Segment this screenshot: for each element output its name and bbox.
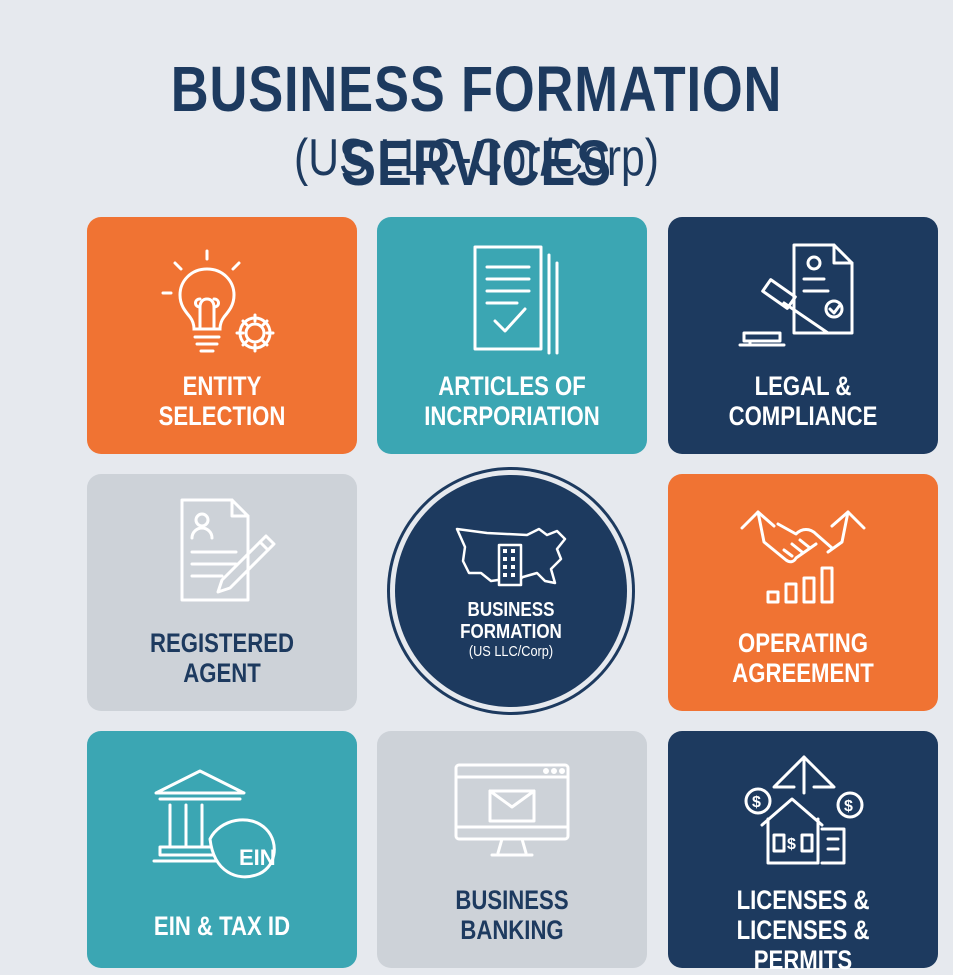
page-title: BUSINESS FORMATION SERVICES — [170, 53, 783, 199]
tile-label: LEGAL &COMPLIANCE — [728, 371, 878, 431]
us-map-building-icon — [455, 527, 567, 587]
center-business-formation[interactable]: BUSINESS FORMATION (US LLC/Corp) — [395, 475, 627, 707]
monitor-mail-icon — [454, 763, 570, 857]
document-pen-icon — [180, 498, 276, 602]
gavel-document-icon — [738, 243, 854, 347]
tile-label: LICENSES &LICENSES & PERMITS — [736, 885, 870, 975]
svg-text:$: $ — [787, 836, 796, 853]
lightbulb-gear-icon — [161, 249, 275, 353]
handshake-chart-icon — [740, 510, 866, 604]
tile-label: EIN & TAX ID — [153, 911, 291, 941]
house-dollar-icon: $ $ $ — [744, 755, 864, 865]
document-check-icon — [473, 245, 559, 355]
svg-text:$: $ — [844, 798, 853, 815]
bank-ein-icon — [152, 769, 276, 879]
tile-licenses-permits[interactable]: $ $ $ LICENSES &LICENSES & PERMITS — [668, 731, 938, 975]
center-label: BUSINESS FORMATION (US LLC/Corp) — [460, 599, 562, 660]
svg-text:$: $ — [752, 794, 761, 811]
tile-ein-tax-id[interactable]: EIN EIN & TAX ID — [87, 731, 357, 968]
ein-badge: EIN — [239, 845, 276, 870]
tile-legal-compliance[interactable]: LEGAL &COMPLIANCE — [668, 217, 938, 454]
page-subtitle: (US LLC-Cor/Corp) — [294, 129, 659, 187]
